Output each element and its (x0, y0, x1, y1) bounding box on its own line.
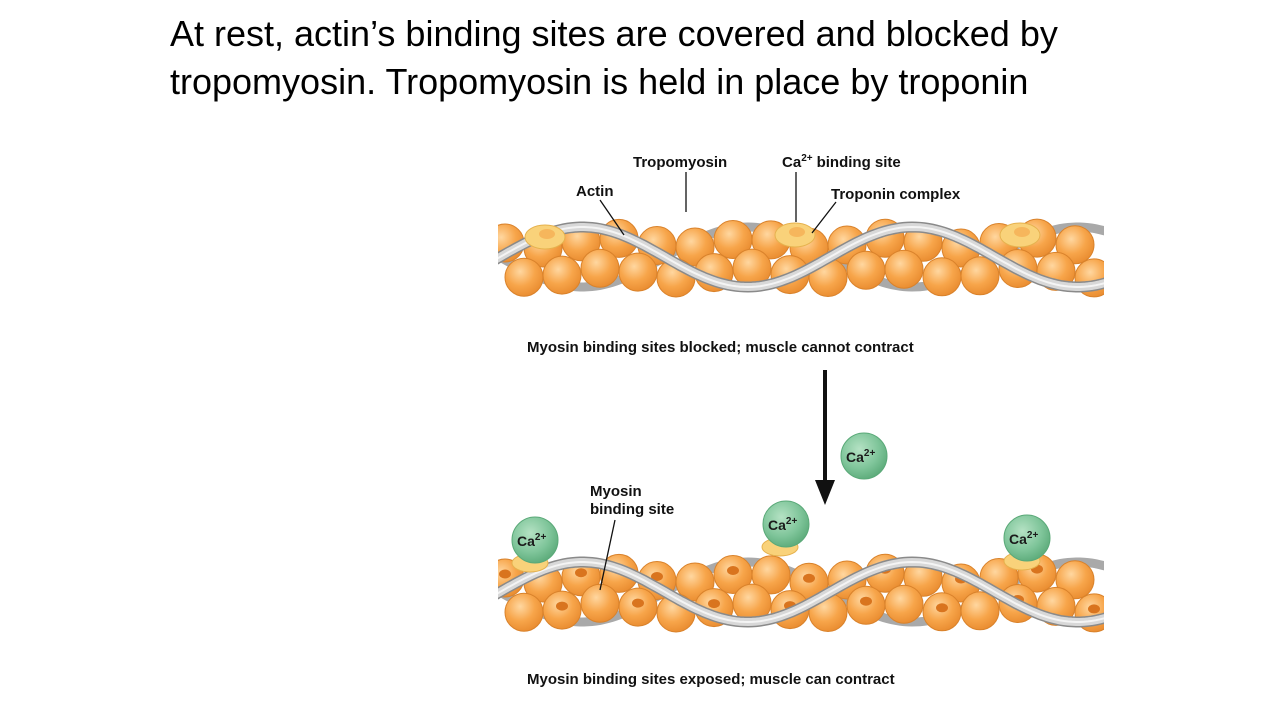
myosin-binding-site-dot (936, 603, 948, 613)
tropomyosin-label: Tropomyosin (633, 154, 727, 171)
ca-binding-site-dot (539, 229, 555, 239)
svg-text:Ca2+: Ca2+ (846, 448, 875, 465)
calcium-ion-bound-2: Ca2+ (761, 500, 810, 557)
actin-bead (1055, 560, 1095, 600)
myosin-binding-site-label-line1: Myosin (590, 483, 642, 500)
actin-bead (884, 249, 924, 289)
ca-charge: 2+ (801, 153, 813, 164)
myosin-binding-site-dot (632, 598, 644, 608)
actin-bead (504, 592, 544, 632)
myosin-binding-site-label-line2: binding site (590, 501, 674, 518)
myosin-binding-site-dot (727, 566, 739, 575)
calcium-ion-bound-3: Ca2+ (1003, 514, 1051, 571)
myosin-binding-site-leader (599, 519, 616, 591)
myosin-binding-site-dot (860, 596, 872, 606)
myosin-binding-site-dot (1088, 604, 1100, 614)
actin-bead (751, 555, 791, 595)
actin-label: Actin (576, 183, 614, 200)
myosin-binding-site-dot (651, 572, 663, 581)
myosin-binding-site-dot (708, 599, 720, 609)
caption-top: Myosin binding sites blocked; muscle can… (527, 339, 914, 356)
slide-body-text: At rest, actin’s binding sites are cover… (170, 13, 1058, 102)
down-arrow-icon (815, 480, 835, 505)
ca-binding-site-dot (1014, 227, 1030, 237)
actin-bead (960, 256, 1000, 296)
actin-filament-bottom (498, 553, 1104, 633)
actin-bead (846, 250, 886, 290)
svg-text:Ca2+: Ca2+ (517, 532, 546, 549)
actin-bead (618, 252, 658, 292)
actin-bead (580, 248, 620, 288)
troponin-complex-label: Troponin complex (831, 186, 961, 203)
actin-bead (960, 591, 1000, 631)
tropomyosin-strand-highlight (498, 225, 1104, 289)
actin-bead (884, 584, 924, 624)
calcium-ion-free: Ca2+ (840, 432, 888, 480)
actin-bead (1055, 225, 1095, 265)
caption-bottom: Myosin binding sites exposed; muscle can… (527, 671, 895, 688)
actin-bead (542, 255, 582, 295)
actin-bead (922, 257, 962, 297)
svg-text:Ca2+: Ca2+ (768, 516, 797, 533)
ca-symbol: Ca (782, 154, 802, 171)
myosin-binding-site-dot (575, 568, 587, 578)
myosin-binding-site-dot (499, 569, 511, 579)
actin-filament-top (498, 218, 1104, 298)
svg-text:Ca2+: Ca2+ (1009, 530, 1038, 547)
actin-leader (599, 199, 625, 236)
myosin-binding-site-dot (556, 601, 568, 611)
ca-binding-site-text: binding site (817, 154, 901, 171)
calcium-ion-bound-1: Ca2+ (511, 516, 559, 573)
tropomyosin-strand-highlight (498, 560, 1104, 624)
myosin-binding-site-dot (803, 573, 815, 583)
troponin-complex-leader (811, 201, 837, 234)
ca-binding-site-label: Ca2+ binding site (782, 153, 901, 171)
actin-bead (504, 257, 544, 297)
ca-binding-site-dot (789, 227, 805, 237)
